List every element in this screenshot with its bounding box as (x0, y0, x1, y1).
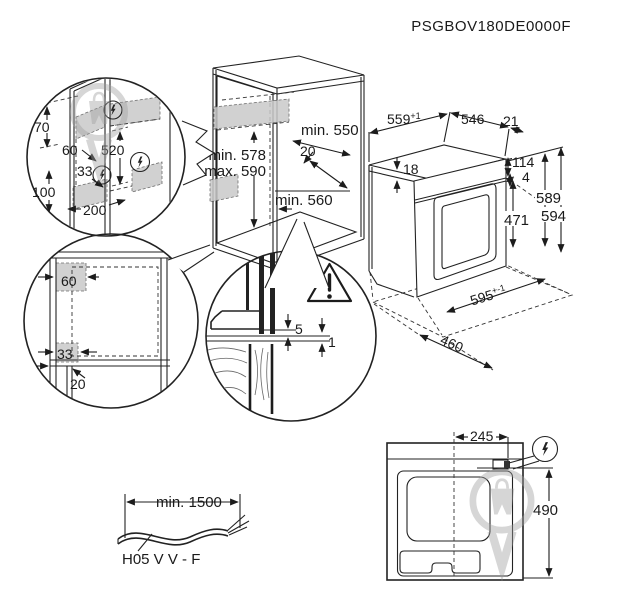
dim-oven-depth: 546 (461, 111, 485, 127)
dim-max-height: max. 590 (204, 163, 266, 180)
dim-front-60: 60 (61, 273, 77, 289)
worktop-section-detail: 5 1 (205, 218, 377, 422)
product-code: PSGBOV180DE0000F (411, 18, 571, 35)
dim-height-a: 589 (536, 190, 561, 207)
dim-door-depth: 21 (503, 113, 519, 129)
dim-oven-width: 559+1 (387, 111, 421, 127)
cabinet-niche-drawing: min. 550 20 min. 578 max. 590 min. 560 (204, 55, 365, 271)
dim-rear-gap: 20 (300, 143, 316, 159)
dim-height-b: 594 (541, 208, 566, 225)
dim-zone-60: 60 (62, 142, 78, 158)
dim-front-20: 20 (70, 376, 86, 392)
dim-zone-33: 33 (77, 163, 93, 179)
dim-gap-1: 1 (328, 334, 336, 350)
dim-bottom-depth: 460 (438, 331, 466, 355)
dim-front-33: 33 (57, 346, 73, 362)
oven-rear-view: 245 490 (386, 428, 563, 582)
electric-connection-icon (508, 435, 559, 470)
dim-cable-length: min. 1500 (156, 494, 222, 511)
detail-callout-burst (181, 120, 216, 186)
cable-type-label: H05 V V - F (122, 551, 200, 568)
dim-gap-5: 5 (295, 321, 303, 337)
dim-zone-100: 100 (32, 184, 56, 200)
dim-min-depth-bottom: min. 560 (275, 192, 333, 209)
dim-zone-200: 200 (83, 202, 107, 218)
detail-callout-wedge (167, 244, 215, 273)
oven-drawing: 559+1 546 21 18 114 4 589 594 471 595+ (368, 111, 574, 371)
dim-panel-height: 114 (512, 154, 535, 170)
dim-gap-4: 4 (522, 169, 530, 185)
dim-door-height: 471 (504, 212, 529, 229)
dim-top-inset: 18 (403, 161, 419, 177)
oven-door-window (433, 183, 497, 281)
electric-connection-icon (129, 151, 151, 173)
dim-zone-70: 70 (34, 119, 50, 135)
terminal-box (504, 461, 510, 468)
power-cable-drawing: min. 1500 H05 V V - F (117, 494, 250, 568)
dim-min-height: min. 578 (208, 147, 266, 164)
detail-callout-wedge (264, 218, 330, 289)
dim-front-width: 595+-1 (468, 283, 508, 309)
dim-min-depth-top: min. 550 (301, 122, 359, 139)
electrical-zones-detail: 70 60 520 33 100 200 (26, 77, 216, 237)
dim-connection-offset: 245 (470, 428, 494, 444)
dim-connection-height: 490 (533, 502, 558, 519)
front-offsets-detail: 60 33 20 (23, 233, 215, 409)
